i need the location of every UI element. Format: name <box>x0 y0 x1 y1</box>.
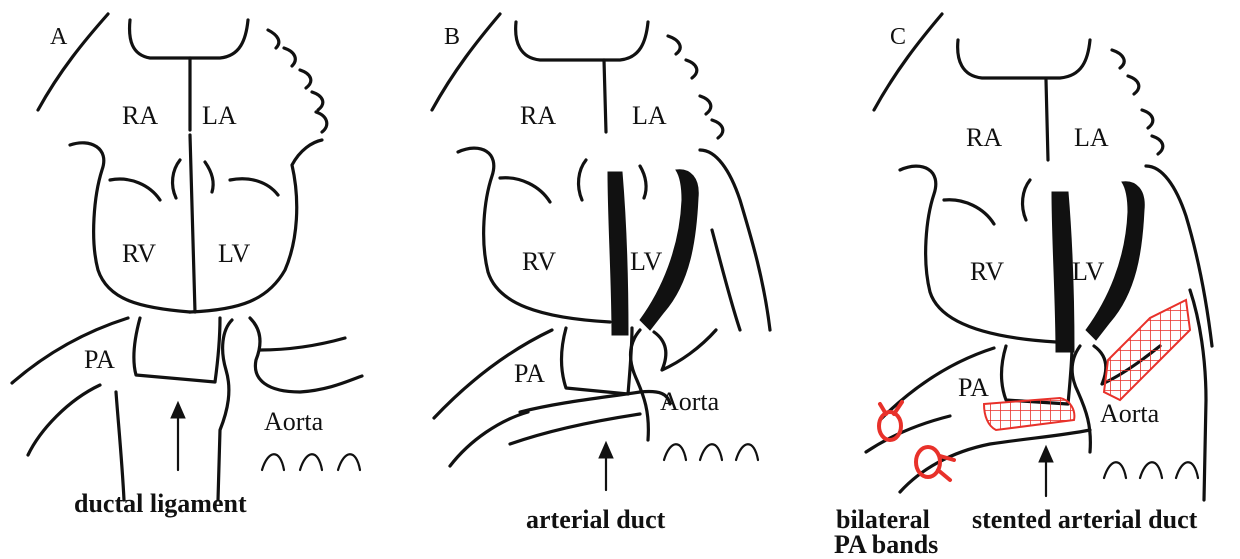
panel-b-lv-label: LV <box>630 247 662 276</box>
panel-c-svc-line <box>874 14 942 110</box>
panel-b-aorta-label: Aorta <box>660 387 720 416</box>
panel-b-tricuspid-leaflet-2 <box>579 160 586 200</box>
panel-a-coronary-stubs <box>262 454 360 470</box>
panel-b-ra-label: RA <box>520 101 556 130</box>
panel-a-atrial-roof <box>130 20 248 58</box>
panel-a-pa-branch <box>116 392 124 500</box>
panel-a-svc-line <box>38 14 108 110</box>
panel-a-mitral-leaflet-2 <box>230 179 278 195</box>
panel-c-lv-label: LV <box>1072 257 1104 286</box>
panel-a-ventricular-septum <box>190 135 195 312</box>
panel-c-rv-label: RV <box>970 257 1004 286</box>
panel-a-rv-label: RV <box>122 239 156 268</box>
panel-c-aorta-label: Aorta <box>1100 399 1160 428</box>
panel-c: C RA LA RV LV PA <box>834 14 1212 559</box>
panel-c-pa-lower <box>900 430 1090 492</box>
panel-a-pa-label: PA <box>84 345 115 374</box>
panel-c-la-label: LA <box>1074 123 1109 152</box>
panel-b-outer-lv-2 <box>712 230 740 330</box>
panel-c-duct-stent <box>984 398 1074 430</box>
panel-a-pulmonary-veins <box>268 30 327 132</box>
panel-a-tricuspid-leaflet-2 <box>173 160 180 198</box>
panel-a-caption: ductal ligament <box>74 489 247 518</box>
panel-c-arrow <box>1039 446 1053 496</box>
panel-c-atrial-roof <box>958 40 1090 78</box>
panel-b-atrial-septum <box>604 60 606 132</box>
panel-b-coronary-stubs <box>664 444 758 460</box>
panel-b-pa-trunk <box>562 328 633 394</box>
panel-a-pa-trunk <box>134 318 220 382</box>
panel-b-right-ventricle-outline <box>458 148 610 322</box>
panel-a-aorta-label: Aorta <box>264 407 324 436</box>
panel-a-right-ventricle-outline <box>70 143 190 312</box>
panel-c-aorta-left <box>1072 346 1090 452</box>
panel-c-caption-stented-duct: stented arterial duct <box>972 505 1198 534</box>
panel-a: A RA LA RV LV PA Aorta ductal lig <box>12 14 362 518</box>
panel-a-left-ventricle-outline <box>190 140 322 312</box>
panel-b-mitral-leaflet <box>640 166 646 198</box>
panel-c-tricuspid-leaflet <box>944 200 994 224</box>
panel-c-thick-septum <box>1052 192 1074 352</box>
panel-c-pa-band-upper <box>879 402 902 440</box>
panel-b-aorta-right <box>654 330 716 370</box>
panel-b: B RA LA RV LV PA Aorta arterial duct <box>432 14 770 534</box>
panel-a-tricuspid-leaflet <box>110 179 160 200</box>
panel-c-caption-pa-bands: PA bands <box>834 530 938 559</box>
panel-a-letter: A <box>50 24 68 50</box>
panel-b-duct-lower <box>510 414 640 444</box>
panel-b-aorta-left <box>630 330 648 440</box>
panel-b-rv-label: RV <box>522 247 556 276</box>
panel-c-tricuspid-leaflet-2 <box>1023 180 1030 220</box>
panel-a-aorta-outer <box>260 338 345 350</box>
panel-c-coronary-stubs <box>1104 462 1198 478</box>
panel-c-pa-trunk <box>1002 346 1073 404</box>
panel-a-la-label: LA <box>202 101 237 130</box>
panel-c-pa-label: PA <box>958 373 989 402</box>
panel-b-svc-line <box>432 14 500 110</box>
panel-b-tricuspid-leaflet <box>500 178 550 202</box>
panel-b-atrial-roof <box>516 22 648 60</box>
panel-b-arrow <box>599 442 613 490</box>
panel-b-pulmonary-veins <box>668 36 723 138</box>
panel-c-atrial-septum <box>1046 80 1048 160</box>
panel-c-right-ventricle-outline <box>900 166 1056 342</box>
panel-c-descending-aorta <box>1190 290 1206 500</box>
panel-a-arrow <box>171 402 185 470</box>
panel-c-ra-label: RA <box>966 123 1002 152</box>
panel-b-caption: arterial duct <box>526 505 666 534</box>
panel-c-aortic-stent <box>1104 300 1190 400</box>
panel-b-la-label: LA <box>632 101 667 130</box>
panel-c-pulmonary-veins <box>1112 50 1163 154</box>
panel-a-lv-label: LV <box>218 239 250 268</box>
panel-a-ra-label: RA <box>122 101 158 130</box>
panel-b-thick-septum <box>608 172 628 335</box>
panel-b-pa-right <box>450 412 528 466</box>
panel-b-outer-lv <box>700 150 770 330</box>
panel-c-letter: C <box>890 24 906 50</box>
panel-b-letter: B <box>444 24 460 50</box>
panel-a-aorta-right <box>250 318 362 392</box>
panel-b-pa-label: PA <box>514 359 545 388</box>
panel-a-mitral-leaflet <box>205 162 213 192</box>
panel-a-pa-right <box>28 385 100 455</box>
